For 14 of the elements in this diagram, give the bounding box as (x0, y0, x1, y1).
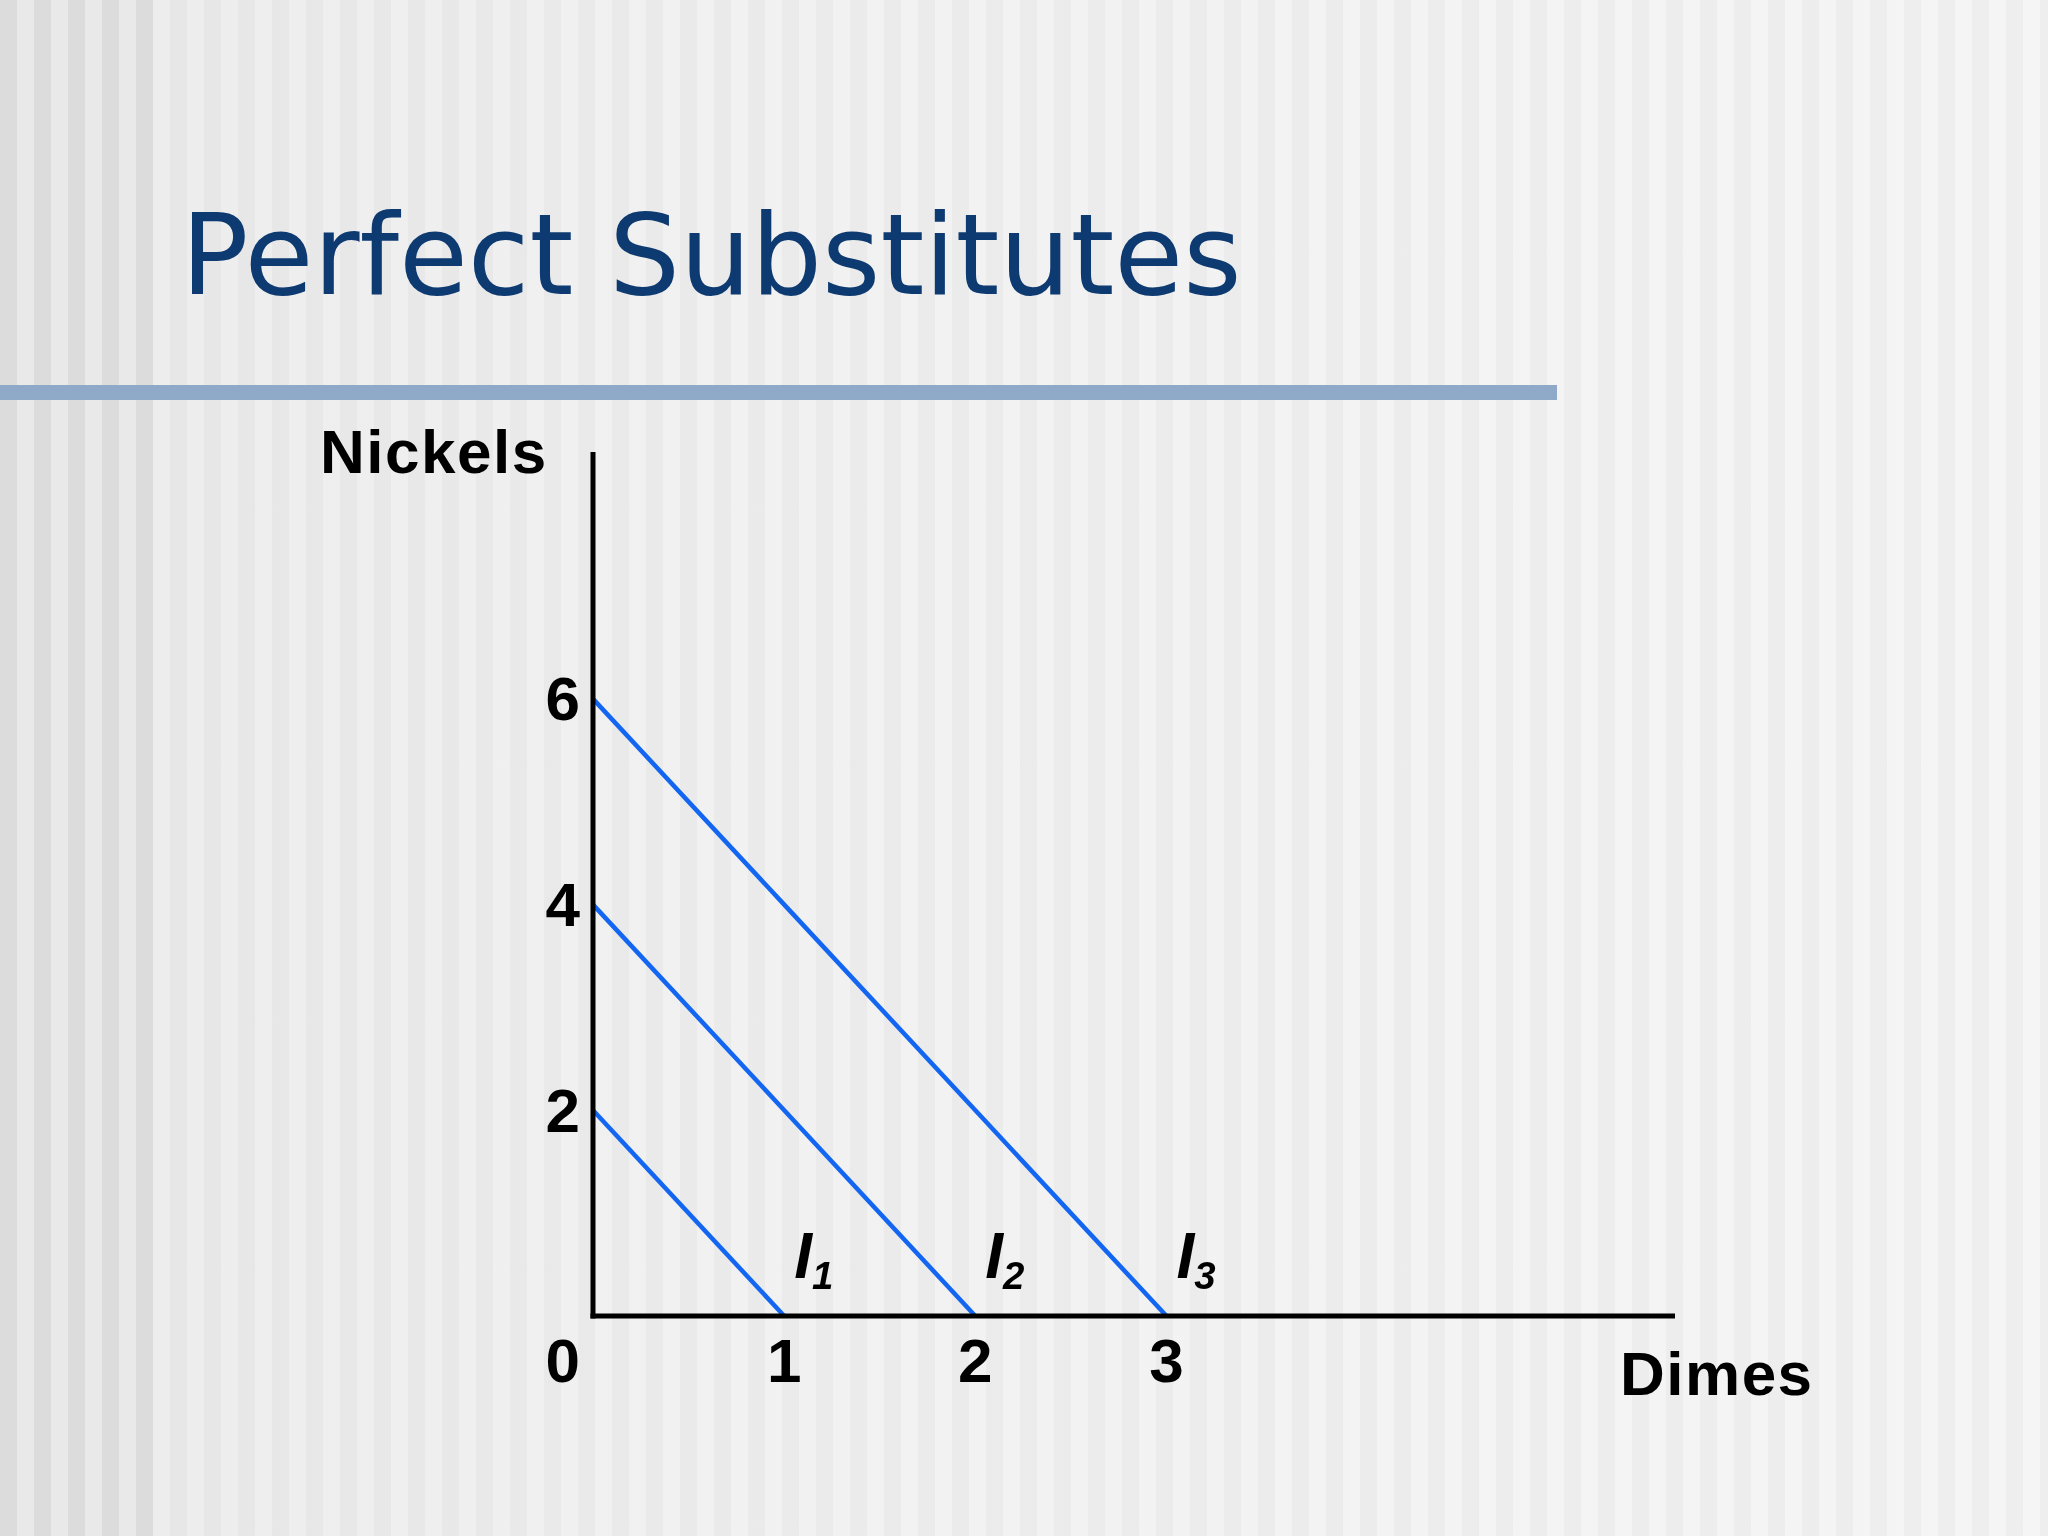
tick-label: 3 (1149, 1329, 1184, 1392)
series-label: I$_{1}$ (794, 1223, 834, 1288)
origin-label: 0 (545, 1329, 580, 1392)
axis-title: Nickels (320, 420, 548, 483)
slide-title: Perfect Substitutes (181, 199, 1242, 312)
divider-bar (0, 385, 1557, 400)
series-label: I$_{3}$ (1176, 1223, 1216, 1288)
tick-label: 6 (545, 668, 580, 731)
tick-label: 2 (958, 1329, 993, 1392)
tick-label: 2 (545, 1079, 580, 1142)
tick-label: 1 (766, 1329, 802, 1392)
series-label: I$_{2}$ (985, 1223, 1025, 1288)
axis-title: Dimes (1620, 1342, 1814, 1405)
tick-label: 4 (545, 874, 580, 937)
